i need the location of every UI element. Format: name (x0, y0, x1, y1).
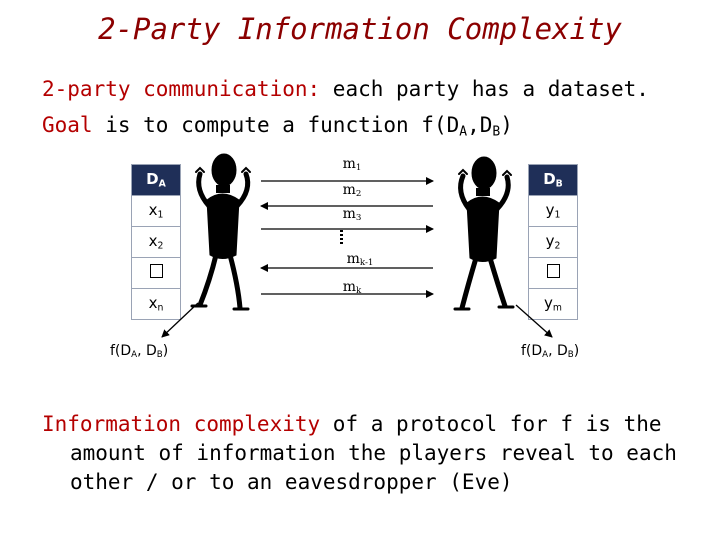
right-output-label: f(DA, DB) (521, 343, 580, 361)
right-table-row (528, 257, 578, 289)
right-table-row: ym (528, 288, 578, 320)
intro-highlight-goal: Goal (42, 113, 93, 137)
intro-line-2: Goal is to compute a function f(DA,DB) (42, 113, 513, 139)
intro-text-mid: ,D (467, 113, 493, 137)
left-table-row: x2 (131, 226, 181, 258)
left-table-row (131, 257, 181, 289)
ic-text-1: of a protocol for f is the (320, 412, 662, 436)
left-output-arrow (161, 302, 199, 338)
message-label: mk-1 (346, 251, 374, 269)
left-table-header: DA (131, 164, 181, 196)
placeholder-box-icon (149, 264, 163, 278)
right-dataset-table: DB y1 y2 ym (528, 164, 578, 320)
message-label: m2 (342, 182, 362, 200)
ic-text-2: amount of information the players reveal… (70, 441, 677, 465)
page-title: 2-Party Information Complexity (98, 12, 622, 46)
message-arrows (260, 177, 434, 298)
message-label: m1 (342, 156, 362, 174)
intro-sub-b: B (492, 124, 501, 140)
information-complexity-text: Information complexity of a protocol for… (42, 410, 682, 497)
left-table-row: xn (131, 288, 181, 320)
intro-sub-a: A (459, 124, 468, 140)
intro-highlight-communication: 2-party communication: (42, 77, 321, 101)
intro-text-end: ) (500, 113, 513, 137)
intro-text-2: is to compute a function f(D (92, 113, 460, 137)
left-party-figure (190, 153, 251, 311)
right-party-figure (453, 156, 515, 311)
ellipsis-dots-icon (340, 230, 343, 244)
ic-text-3: other / or to an eavesdropper (Eve) (70, 470, 513, 494)
right-output-arrow (515, 304, 553, 338)
message-label: m3 (342, 206, 362, 224)
intro-line-1: 2-party communication: each party has a … (42, 77, 649, 101)
placeholder-box-icon (546, 264, 560, 278)
right-table-header: DB (528, 164, 578, 196)
ic-highlight: Information complexity (42, 412, 321, 436)
left-output-label: f(DA, DB) (110, 343, 169, 361)
message-label: mk (342, 279, 362, 297)
intro-text-1: each party has a dataset. (320, 77, 649, 101)
left-dataset-table: DA x1 x2 xn (131, 164, 181, 320)
